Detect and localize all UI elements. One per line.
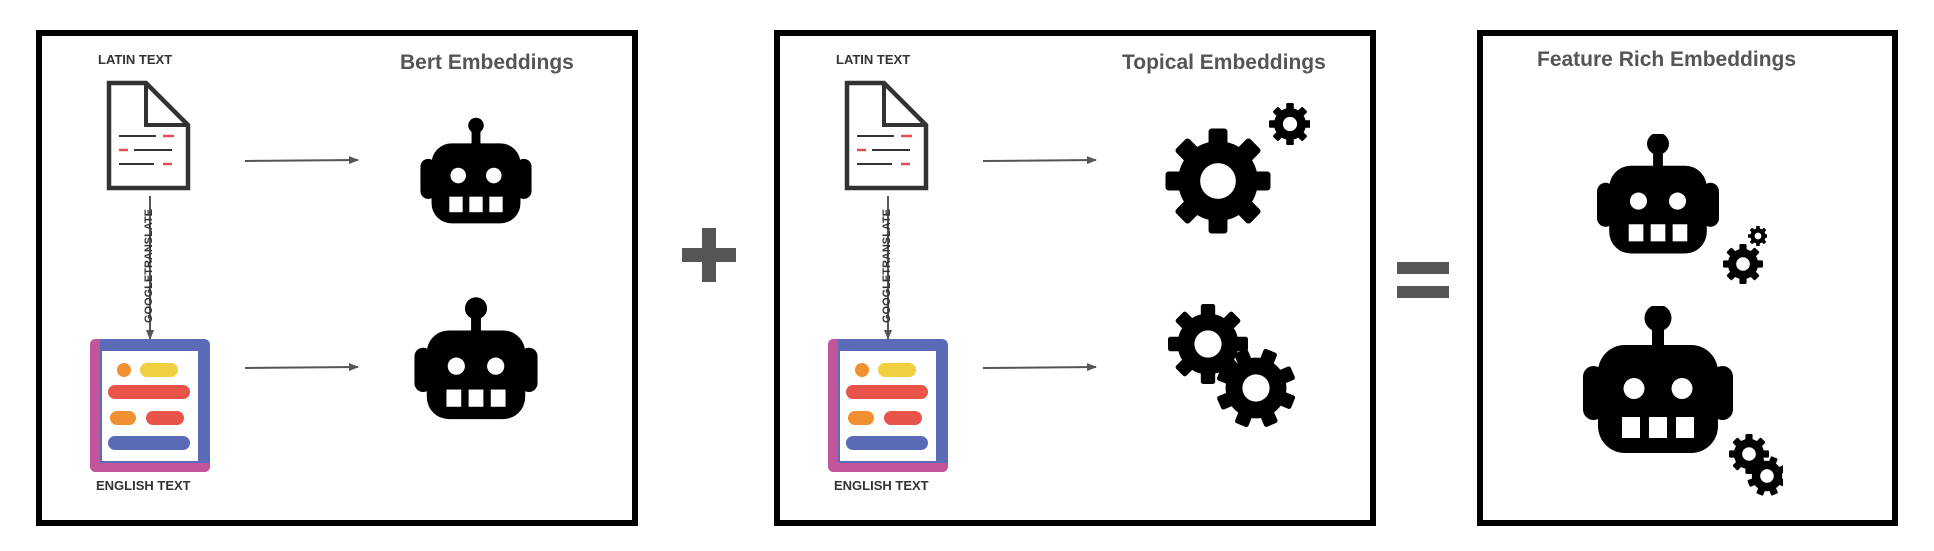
english-text-icon: [90, 339, 210, 472]
arrows: [146, 156, 359, 372]
panel-title: Feature Rich Embeddings: [1537, 48, 1797, 71]
english-text-label: ENGLISH TEXT: [96, 478, 191, 493]
latin-text-label: LATIN TEXT: [98, 52, 173, 67]
equals-operator: =: [1397, 262, 1449, 300]
arrow-latin-to-topical: [982, 156, 1097, 165]
robot-gear-icon: [1597, 134, 1767, 284]
plus-operator: +: [682, 228, 736, 282]
arrow-latin-to-bert: [244, 156, 359, 165]
english-text-icon: [828, 339, 948, 472]
robot-icon: [420, 117, 532, 224]
gear-icon: [1165, 103, 1310, 234]
latin-text-label: LATIN TEXT: [836, 52, 911, 67]
panel-title: Topical Embeddings: [1122, 51, 1326, 74]
feature-rich-embeddings-panel: Feature Rich Embeddings: [1477, 30, 1898, 526]
english-text-label: ENGLISH TEXT: [834, 478, 929, 493]
arrow-english-to-bert: [244, 363, 359, 372]
googletranslate-label: GOOGLETRANSLATE: [143, 208, 155, 324]
robot-gears-icon: [1583, 306, 1783, 503]
panel-title: Bert Embeddings: [400, 51, 574, 74]
arrow-english-to-topical: [982, 363, 1097, 372]
robot-icon: [414, 297, 538, 420]
topical-embeddings-panel: LATIN TEXT Topical Embeddings GOOGLETRAN…: [774, 30, 1376, 526]
arrows: [884, 156, 1097, 372]
bert-embeddings-panel: LATIN TEXT Bert Embeddings GOOGLETRANSLA…: [36, 30, 638, 526]
googletranslate-label: GOOGLETRANSLATE: [881, 208, 893, 324]
gears-icon: [1168, 304, 1304, 432]
